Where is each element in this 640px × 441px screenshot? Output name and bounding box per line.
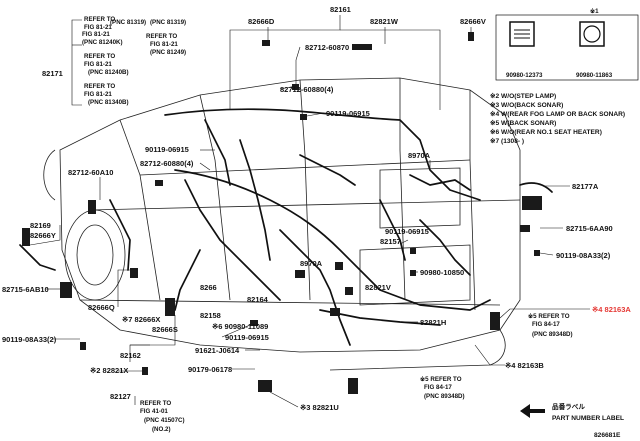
ref-box-7: REFER TO FIG 41-01 (PNC 41507C) (NO.2) <box>140 400 185 433</box>
legend-jp: 品番ラベル <box>552 402 585 411</box>
svg-text:FIG 81-21: FIG 81-21 <box>84 24 112 31</box>
part-label: 82821W <box>370 17 399 26</box>
inset-mark: ※1 <box>590 7 599 15</box>
ref-box-2: FIG 81-21 (PNC 81240K) REFER TO FIG 81-2… <box>82 31 186 56</box>
notes-block: ※2 W/O(STEP LAMP) ※3 W/O(BACK SONAR) ※4 … <box>490 92 625 145</box>
note: ※5 W(BACK SONAR) <box>490 119 556 127</box>
part-label: 82666D <box>248 17 275 26</box>
part-label: 90179-06178 <box>188 365 232 374</box>
part-label: 90119-06915 <box>326 109 370 118</box>
part-label: 82127 <box>110 392 131 401</box>
inset-parts-box: ※1 90980-12373 90980-11863 <box>495 7 639 81</box>
part-label: 82715-6AB10 <box>2 285 49 294</box>
part-label: 8970A <box>408 151 431 160</box>
svg-text:REFER TO: REFER TO <box>140 400 171 407</box>
inset-part-2: 90980-11863 <box>576 72 613 79</box>
part-label: 90119-08A33(2) <box>556 251 611 260</box>
svg-text:REFER TO: REFER TO <box>84 53 115 60</box>
svg-text:(PNC 81240K): (PNC 81240K) <box>82 39 123 46</box>
svg-text:(PNC 41507C): (PNC 41507C) <box>144 417 185 424</box>
ref-box-5: ※5 REFER TO FIG 84-17 (PNC 89348D) <box>528 312 573 338</box>
part-label: 82162 <box>120 351 141 360</box>
svg-text:(PNC 89348D): (PNC 89348D) <box>424 393 465 400</box>
part-label: 82177A <box>572 182 599 191</box>
part-label: 90119-06915 <box>145 145 189 154</box>
part-label: 82712-60880(4) <box>280 85 334 94</box>
part-label: 82715-6AA90 <box>566 224 613 233</box>
part-label: 82161 <box>330 5 351 14</box>
ref-box-3: REFER TO FIG 81-21 (PNC 81240B) <box>84 53 129 76</box>
ref-box-1: REFER TO FIG 81-21 (PNC 81319) (PNC 8131… <box>84 16 186 31</box>
svg-text:FIG 81-21: FIG 81-21 <box>150 41 178 48</box>
svg-text:FIG 84-17: FIG 84-17 <box>424 384 452 391</box>
svg-text:(NO.2): (NO.2) <box>152 426 171 433</box>
part-label: ※7 82666X <box>122 315 160 324</box>
part-labels: 82666D 82161 82821W 82666V 82171 82712-6… <box>2 5 631 412</box>
connector-parts <box>22 32 542 394</box>
part-label: ※3 82821U <box>300 403 339 412</box>
svg-text:FIG 81-21: FIG 81-21 <box>82 31 110 38</box>
part-label: 82712-60A10 <box>68 168 113 177</box>
svg-text:※5 REFER TO: ※5 REFER TO <box>420 375 462 383</box>
leader-lines <box>29 15 590 408</box>
note: ※2 W/O(STEP LAMP) <box>490 92 556 100</box>
svg-text:REFER TO: REFER TO <box>146 33 177 40</box>
part-number-label-legend: 品番ラベル PART NUMBER LABEL 826681E <box>520 402 624 439</box>
ref-box-4: REFER TO FIG 81-21 (PNC 81340B) <box>84 83 129 106</box>
svg-text:(PNC 81319): (PNC 81319) <box>150 19 186 26</box>
part-label: 82666V <box>460 17 486 26</box>
svg-text:FIG 84-17: FIG 84-17 <box>532 321 560 328</box>
svg-text:REFER TO: REFER TO <box>84 83 115 90</box>
svg-text:FIG 81-21: FIG 81-21 <box>84 91 112 98</box>
part-label: 82821V <box>365 283 391 292</box>
part-label: 82821H <box>420 318 446 327</box>
diagram-id: 826681E <box>594 432 621 439</box>
part-label: 82712-60880(4) <box>140 159 194 168</box>
part-label: ※4 82163B <box>505 361 544 370</box>
part-label: 90119-06915 <box>385 227 429 236</box>
svg-text:(PNC 81340B): (PNC 81340B) <box>88 99 129 106</box>
part-label: ※6 90980-11089 <box>212 322 268 331</box>
svg-text:FIG 41-01: FIG 41-01 <box>140 408 168 415</box>
part-label: 82666Q <box>88 303 115 312</box>
note: ※6 W/O(REAR NO.1 SEAT HEATER) <box>490 128 602 136</box>
inset-part-1: 90980-12373 <box>506 72 543 79</box>
part-label: 90119-08A33(2) <box>2 335 57 344</box>
svg-text:(PNC 89348D): (PNC 89348D) <box>532 331 573 338</box>
part-label: 82666Y <box>30 231 56 240</box>
part-label: 8266 <box>200 283 217 292</box>
part-label: 82157 <box>380 237 401 246</box>
part-label: ※2 82821X <box>90 366 128 375</box>
ref-box-6: ※5 REFER TO FIG 84-17 (PNC 89348D) <box>420 375 465 400</box>
svg-text:FIG 81-21: FIG 81-21 <box>84 61 112 68</box>
note: ※3 W/O(BACK SONAR) <box>490 101 563 109</box>
part-label: 82169 <box>30 221 51 230</box>
note: ※7 (1308- ) <box>490 137 524 145</box>
svg-text:(PNC 81319): (PNC 81319) <box>110 19 146 26</box>
part-label: 91621-J0614 <box>195 346 240 355</box>
svg-text:※5 REFER TO: ※5 REFER TO <box>528 312 570 320</box>
part-label: 8970A <box>300 259 323 268</box>
note: ※4 W(REAR FOG LAMP OR BACK SONAR) <box>490 110 625 118</box>
wire-harness-runs <box>19 108 553 346</box>
part-label: 82171 <box>42 69 63 78</box>
part-label: 90119-06915 <box>225 333 269 342</box>
arrow-left-icon <box>520 404 545 418</box>
svg-text:REFER TO: REFER TO <box>84 16 115 23</box>
legend-en: PART NUMBER LABEL <box>552 415 624 422</box>
svg-text:(PNC 81240B): (PNC 81240B) <box>88 69 129 76</box>
vehicle-body-outline <box>43 77 521 371</box>
part-label: 82666S <box>152 325 178 334</box>
part-label: 82158 <box>200 311 221 320</box>
svg-text:(PNC 81249): (PNC 81249) <box>150 49 186 56</box>
part-label: 82712-60870 <box>305 43 349 52</box>
part-label: 90980-10850 <box>420 268 464 277</box>
part-label: 82164 <box>247 295 269 304</box>
highlighted-part-label: ※4 82163A <box>592 305 631 314</box>
